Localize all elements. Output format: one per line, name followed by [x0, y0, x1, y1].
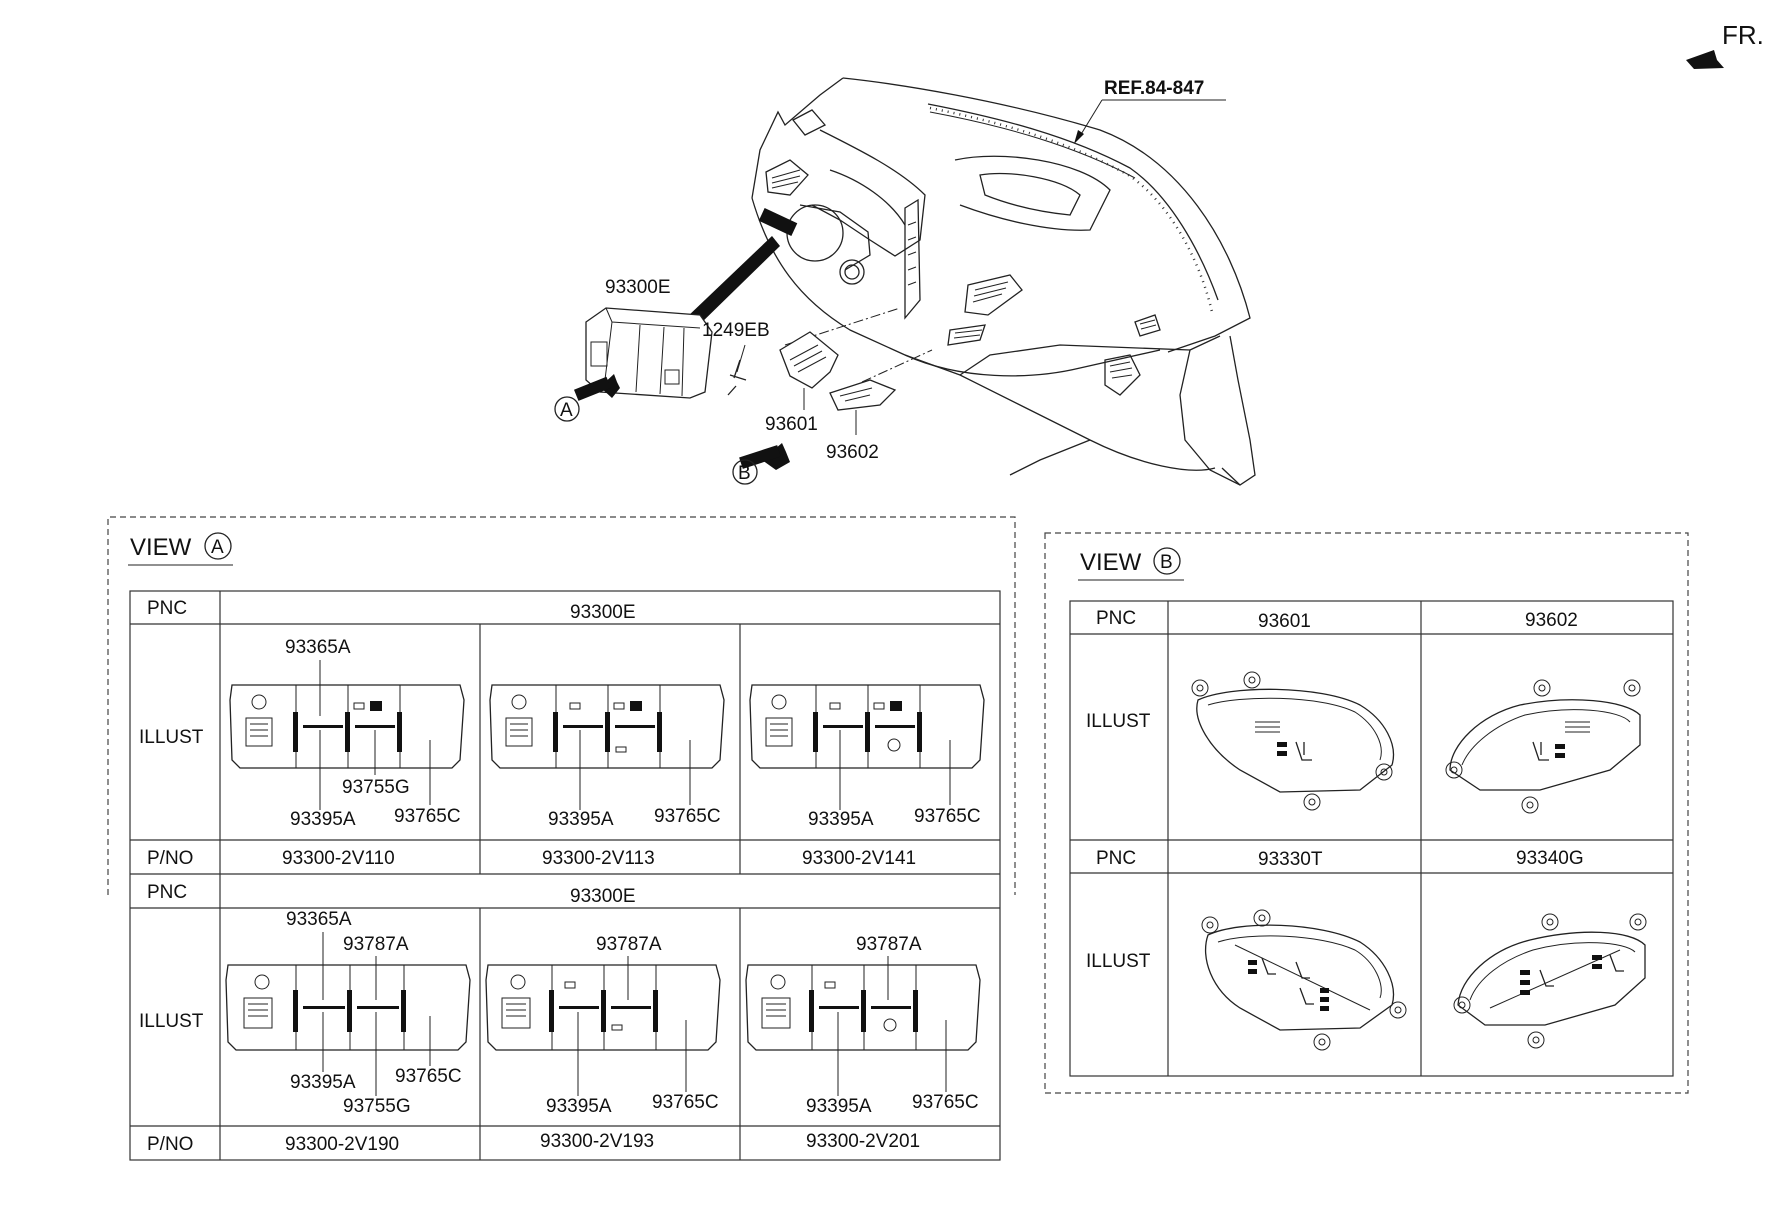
view-a-pno-2v193: 93300-2V193	[540, 1131, 654, 1152]
view-a-panel: VIEW A PNC 93300E ILLUST P/NO 93300-2V11…	[107, 516, 1016, 1161]
switch-illust-2v193: 93787A 93395A 93765C	[485, 934, 721, 1117]
view-b-marker-circle	[732, 459, 758, 485]
off-icon	[883, 1018, 897, 1032]
view-a-marker-circle	[554, 396, 580, 422]
reference-callout: REF.84-847	[1074, 78, 1226, 144]
seat-heater-icon	[1532, 741, 1549, 761]
seat-heater-icon	[1299, 987, 1314, 1005]
pn-93765c-g1c2: 93765C	[654, 806, 721, 827]
callout-93300e: 93300E	[605, 277, 671, 298]
view-a-row-pnc-2: PNC	[147, 882, 187, 903]
pn-93765c-g1c1: 93765C	[394, 806, 461, 827]
switch-illust-93602	[1445, 679, 1641, 814]
pn-93755g-g2: 93755G	[343, 1096, 411, 1117]
pn-93755g-g1: 93755G	[342, 777, 410, 798]
view-a-table	[129, 590, 1001, 1161]
off-icon	[370, 701, 382, 711]
direction-arrow-icon	[1686, 50, 1724, 69]
exploded-parts: 93300E A 1249EB 93601 93602 B	[554, 277, 897, 485]
pn-93395a-g2c1: 93395A	[290, 1072, 356, 1093]
seat-heater-icon	[1261, 957, 1276, 975]
vent-icon	[1255, 721, 1280, 733]
vent-icon	[1565, 721, 1590, 733]
pn-93787a-g2c2: 93787A	[596, 934, 662, 955]
view-a-row-pno-2: P/NO	[147, 1134, 193, 1155]
view-a-pno-2v113: 93300-2V113	[542, 848, 655, 869]
view-b-table	[1069, 600, 1674, 1077]
view-a-pno-2v110: 93300-2V110	[282, 848, 395, 869]
pn-93765c-g2c2: 93765C	[652, 1092, 719, 1113]
view-b-pnc-93601: 93601	[1258, 611, 1311, 632]
view-a-row-illust-2: ILLUST	[139, 1011, 204, 1032]
pn-93765c-g1c3: 93765C	[914, 806, 981, 827]
switch-illust-2v201: 93787A 93395A 93765C	[745, 934, 981, 1117]
seat-heater-icon	[251, 694, 267, 710]
switch-illust-93330t	[1201, 909, 1407, 1051]
pn-93395a-g1c1: 93395A	[290, 809, 356, 830]
view-a-marker: A	[560, 400, 573, 421]
vent-icon	[761, 997, 791, 1029]
pn-93787a-g2c1: 93787A	[343, 934, 409, 955]
switch-illust-93340g	[1453, 913, 1647, 1049]
view-a-pno-2v141: 93300-2V141	[802, 848, 916, 869]
callout-93602: 93602	[826, 442, 879, 463]
pn-93365a-g1: 93365A	[285, 637, 351, 658]
vent-icon	[243, 997, 273, 1029]
view-b-pnc-93340g: 93340G	[1516, 848, 1584, 869]
seat-heater-icon	[254, 974, 270, 990]
view-a-title: VIEW	[130, 534, 192, 561]
view-a-title-marker: A	[211, 537, 224, 558]
vent-icon	[501, 997, 531, 1029]
reference-label: REF.84-847	[1104, 78, 1204, 99]
seat-heater-icon	[510, 974, 526, 990]
view-b-title-marker: B	[1160, 552, 1173, 573]
callout-93601: 93601	[765, 414, 818, 435]
view-a-row-pno-1: P/NO	[147, 848, 193, 869]
pn-93395a-g1c2: 93395A	[548, 809, 614, 830]
pn-93765c-g2c3: 93765C	[912, 1092, 979, 1113]
seat-heater-icon	[1539, 969, 1554, 987]
dashboard-drawing	[686, 77, 1256, 486]
pn-93787a-g2c3: 93787A	[856, 934, 922, 955]
seat-heater-icon	[771, 694, 787, 710]
pn-93395a-g1c3: 93395A	[808, 809, 874, 830]
view-b-row-illust-1: ILLUST	[1086, 711, 1151, 732]
view-b-panel: VIEW B PNC 93601 93602 ILLUST PNC 93330T…	[1044, 532, 1689, 1094]
seat-heater-icon	[1295, 741, 1312, 761]
view-a-pno-2v201: 93300-2V201	[806, 1131, 920, 1152]
view-b-row-illust-2: ILLUST	[1086, 951, 1151, 972]
view-b-title: VIEW	[1080, 549, 1142, 576]
direction-label: FR.	[1722, 20, 1764, 50]
view-a-pno-2v190: 93300-2V190	[285, 1134, 399, 1155]
callout-1249eb: 1249EB	[702, 320, 770, 341]
view-a-row-pnc-1: PNC	[147, 598, 187, 619]
view-b-row-pnc-2: PNC	[1096, 848, 1136, 869]
vent-icon	[765, 717, 793, 747]
vent-icon	[245, 717, 273, 747]
view-a-pnc-1: 93300E	[570, 602, 636, 623]
view-b-pnc-93330t: 93330T	[1258, 849, 1323, 870]
pn-93365a-g2: 93365A	[286, 909, 352, 930]
switch-illust-93601	[1191, 671, 1394, 811]
view-b-pnc-93602: 93602	[1525, 610, 1578, 631]
switch-illust-2v190: 93365A 93787A 93395A 93765C 93755G	[225, 909, 471, 1117]
view-b-row-pnc-1: PNC	[1096, 608, 1136, 629]
seat-heater-icon	[770, 974, 786, 990]
pn-93395a-g2c3: 93395A	[806, 1096, 872, 1117]
vent-icon	[505, 717, 533, 747]
seat-heater-icon	[511, 694, 527, 710]
seat-heater-icon	[1295, 961, 1310, 979]
pn-93765c-g2c1: 93765C	[395, 1066, 462, 1087]
switch-illust-2v110: 93365A 93755G 93395A 93765C	[229, 637, 465, 830]
off-icon	[887, 738, 901, 752]
switch-illust-2v141: 93395A 93765C	[749, 684, 985, 830]
view-a-pnc-2: 93300E	[570, 886, 636, 907]
view-b-marker: B	[738, 463, 751, 484]
direction-indicator: FR.	[1686, 20, 1764, 69]
view-a-row-illust-1: ILLUST	[139, 727, 204, 748]
pn-93395a-g2c2: 93395A	[546, 1096, 612, 1117]
seat-heater-icon	[1609, 954, 1624, 972]
switch-illust-2v113: 93395A 93765C	[489, 684, 725, 830]
